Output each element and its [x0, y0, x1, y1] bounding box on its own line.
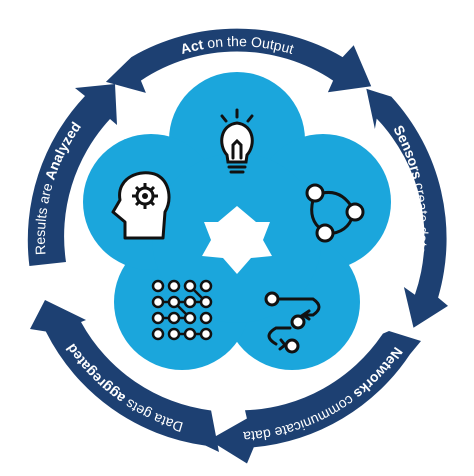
label-act-bold: Act — [179, 36, 205, 57]
ring-segment-act — [105, 28, 372, 93]
connected-nodes-icon — [305, 183, 365, 243]
ring-segment-aggregated — [30, 300, 219, 452]
label-sensors-rest: create data — [410, 177, 431, 255]
ring-segment-analyzed — [27, 84, 118, 266]
lightbulb-icon — [220, 108, 254, 174]
ring-segment-sensors — [366, 88, 448, 328]
cycle-ring — [27, 28, 448, 464]
network-path-icon — [264, 291, 321, 354]
center-star — [202, 206, 272, 274]
dot-grid-icon — [151, 279, 213, 341]
ring-segment-networks — [209, 331, 421, 464]
head-gear-icon — [111, 171, 171, 240]
